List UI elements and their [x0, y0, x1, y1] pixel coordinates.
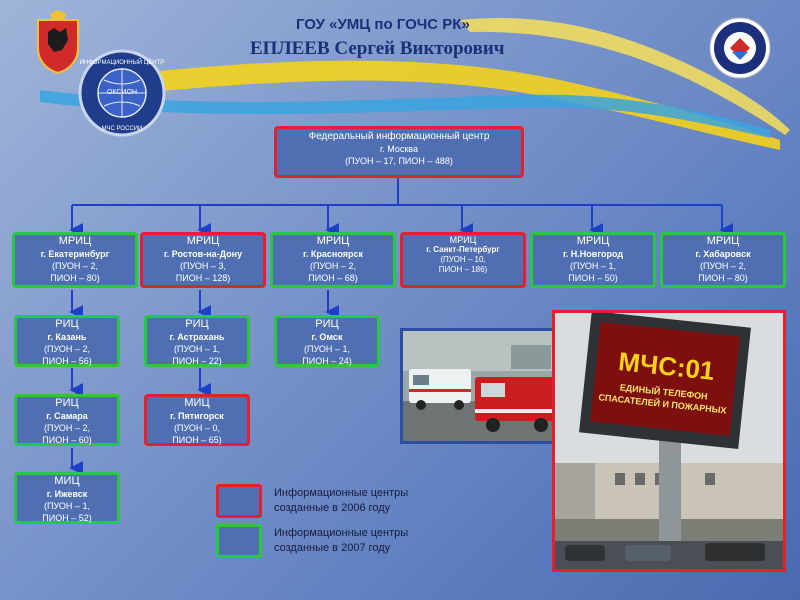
- emergency-vehicles-image: [403, 331, 567, 441]
- node-mric-krasnoyarsk: МРИЦ г. Красноярск (ПУОН – 2, ПИОН – 68): [270, 232, 396, 288]
- node-mric-rostov: МРИЦ г. Ростов-на-Дону (ПУОН – 3, ПИОН –…: [140, 232, 266, 288]
- node-city: г. Хабаровск: [695, 249, 751, 259]
- node-city: г. Ростов-на-Дону: [163, 249, 243, 259]
- node-pion: ПИОН – 65): [172, 435, 222, 445]
- coat-of-arms-icon: [37, 10, 79, 74]
- legend-swatch-2007: [216, 524, 262, 558]
- legend-line2: созданные в 2006 году: [274, 502, 391, 514]
- node-type: РИЦ: [185, 318, 209, 330]
- node-puon: (ПУОН – 3,: [180, 261, 226, 271]
- node-mric-spb: МРИЦ г. Санкт-Петербург (ПУОН – 10, ПИОН…: [400, 232, 526, 288]
- legend-label-2006: Информационные центры созданные в 2006 г…: [274, 486, 408, 516]
- node-type: МИЦ: [54, 475, 80, 487]
- node-mric-ekaterinburg: МРИЦ г. Екатеринбург (ПУОН – 2, ПИОН – 8…: [12, 232, 138, 288]
- node-city: г. Н.Новгород: [562, 249, 624, 259]
- oksion-logo-icon: ОКСИОН ИНФОРМАЦИОННЫЙ ЦЕНТР МЧС РОССИИ: [78, 49, 166, 137]
- node-pion: ПИОН – 80): [698, 273, 748, 283]
- node-city: г. Астрахань: [169, 332, 225, 342]
- node-mric-khabarovsk: МРИЦ г. Хабаровск (ПУОН – 2, ПИОН – 80): [660, 232, 786, 288]
- node-type: МИЦ: [184, 397, 210, 409]
- node-puon: (ПУОН – 1,: [304, 344, 350, 354]
- node-puon: (ПУОН – 2,: [44, 344, 90, 354]
- node-type: МРИЦ: [706, 235, 740, 247]
- node-city: г. Ижевск: [46, 489, 88, 499]
- node-puon: (ПУОН – 2,: [700, 261, 746, 271]
- photo-billboard: МЧС:01 ЕДИНЫЙ ТЕЛЕФОН СПАСАТЕЛЕЙ И ПОЖАР…: [552, 310, 786, 572]
- legend-line2: созданные в 2007 году: [274, 542, 391, 554]
- logo-text-bottom: МЧС РОССИИ: [102, 126, 143, 132]
- node-type: МРИЦ: [449, 235, 477, 245]
- node-mic-izhevsk: МИЦ г. Ижевск (ПУОН – 1, ПИОН – 52): [14, 472, 120, 524]
- org-title: ГОУ «УМЦ по ГОЧС РК»: [296, 16, 470, 33]
- person-name: ЕПЛЕЕВ Сергей Викторович: [250, 38, 505, 59]
- node-pion: ПИОН – 128): [175, 273, 231, 283]
- node-puon: (ПУОН – 2,: [310, 261, 356, 271]
- node-ric-omsk: РИЦ г. Омск (ПУОН – 1, ПИОН – 24): [274, 315, 380, 367]
- node-pion: ПИОН – 56): [42, 356, 92, 366]
- billboard-image: МЧС:01 ЕДИНЫЙ ТЕЛЕФОН СПАСАТЕЛЕЙ И ПОЖАР…: [555, 313, 783, 569]
- node-puon: (ПУОН – 1,: [570, 261, 616, 271]
- node-pion: ПИОН – 52): [42, 513, 92, 523]
- node-city: г. Екатеринбург: [40, 249, 110, 259]
- photo-emergency-vehicles: [400, 328, 570, 444]
- ribbon-decoration: [40, 18, 790, 151]
- node-ric-samara: РИЦ г. Самара (ПУОН – 2, ПИОН – 60): [14, 394, 120, 446]
- node-pion: ПИОН – 50): [568, 273, 618, 283]
- node-pion: ПИОН – 186): [438, 265, 488, 274]
- legend-line1: Информационные центры: [274, 487, 409, 499]
- node-city: г. Пятигорск: [170, 411, 224, 421]
- node-pion: ПИОН – 68): [308, 273, 358, 283]
- node-puon: (ПУОН – 0,: [174, 423, 220, 433]
- node-type: МРИЦ: [186, 235, 220, 247]
- node-city: г. Казань: [47, 332, 87, 342]
- node-pion: ПИОН – 60): [42, 435, 92, 445]
- node-puon: (ПУОН – 1,: [44, 501, 90, 511]
- node-title: Федеральный информационный центр: [308, 131, 490, 142]
- node-type: РИЦ: [55, 318, 79, 330]
- node-city: г. Омск: [311, 332, 343, 342]
- node-pion: ПИОН – 24): [302, 356, 352, 366]
- node-city: г. Москва: [380, 144, 418, 154]
- node-city: г. Санкт-Петербург: [426, 245, 500, 254]
- legend-label-2007: Информационные центры созданные в 2007 г…: [274, 526, 408, 556]
- node-pion: ПИОН – 22): [172, 356, 222, 366]
- logo-text-oksion: ОКСИОН: [107, 89, 137, 96]
- node-city: г. Красноярск: [303, 249, 363, 259]
- node-ric-kazan: РИЦ г. Казань (ПУОН – 2, ПИОН – 56): [14, 315, 120, 367]
- node-federal-center: Федеральный информационный центр г. Моск…: [274, 126, 524, 178]
- node-type: РИЦ: [315, 318, 339, 330]
- legend-line1: Информационные центры: [274, 527, 409, 539]
- node-mric-nnovgorod: МРИЦ г. Н.Новгород (ПУОН – 1, ПИОН – 50): [530, 232, 656, 288]
- logo-text-top: ИНФОРМАЦИОННЫЙ ЦЕНТР: [80, 58, 165, 66]
- node-type: МРИЦ: [58, 235, 92, 247]
- node-puon: (ПУОН – 2,: [44, 423, 90, 433]
- node-mic-pyatigorsk: МИЦ г. Пятигорск (ПУОН – 0, ПИОН – 65): [144, 394, 250, 446]
- legend-swatch-2006: [216, 484, 262, 518]
- node-puon: (ПУОН – 10,: [440, 255, 486, 264]
- umc-logo-icon: [709, 17, 771, 79]
- node-type: МРИЦ: [316, 235, 350, 247]
- node-puon: (ПУОН – 2,: [52, 261, 98, 271]
- node-city: г. Самара: [46, 411, 88, 421]
- node-stats: (ПУОН – 17, ПИОН – 488): [345, 156, 453, 166]
- node-type: РИЦ: [55, 397, 79, 409]
- node-puon: (ПУОН – 1,: [174, 344, 220, 354]
- node-type: МРИЦ: [576, 235, 610, 247]
- node-ric-astrakhan: РИЦ г. Астрахань (ПУОН – 1, ПИОН – 22): [144, 315, 250, 367]
- node-pion: ПИОН – 80): [50, 273, 100, 283]
